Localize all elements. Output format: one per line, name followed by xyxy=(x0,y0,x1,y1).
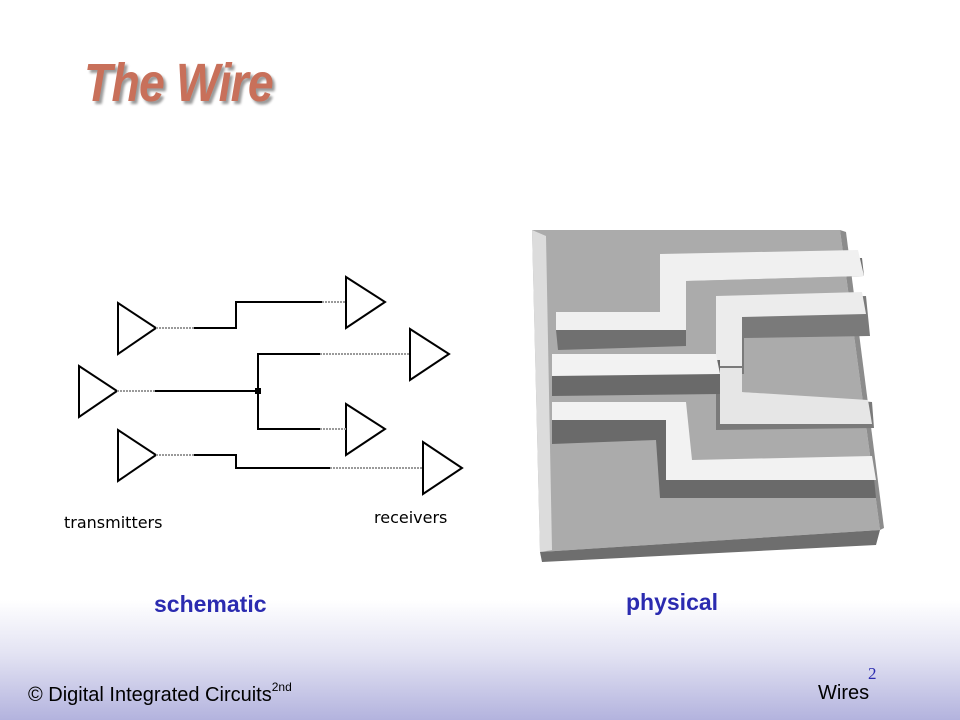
footer-copyright: © Digital Integrated Circuits2nd xyxy=(28,681,292,707)
footer-superscript: 2nd xyxy=(271,680,292,695)
footer-copyright-text: © Digital Integrated Circuits xyxy=(28,684,272,706)
transmitter-3-icon xyxy=(117,428,158,483)
receiver-4-icon xyxy=(422,440,464,496)
receivers-label: receivers xyxy=(374,508,447,527)
wire-3 xyxy=(194,454,330,469)
footer-section-label: Wires xyxy=(818,682,870,704)
transmitter-2-icon xyxy=(78,364,119,419)
slide-title: The Wire xyxy=(84,53,274,113)
physical-caption: physical xyxy=(626,589,719,615)
transmitters-label: transmitters xyxy=(64,513,162,532)
junction-dot xyxy=(255,388,261,394)
wire-2-branch-bottom xyxy=(257,391,320,430)
receiver-1-icon xyxy=(345,275,387,330)
wire-2-branch-top xyxy=(257,353,320,391)
wire-1 xyxy=(194,301,322,329)
page-number: 2 xyxy=(868,664,877,683)
footer-gradient-band xyxy=(0,600,960,720)
schematic-caption: schematic xyxy=(154,591,267,617)
transmitter-1-icon xyxy=(117,301,158,356)
receiver-2-icon xyxy=(409,327,451,382)
